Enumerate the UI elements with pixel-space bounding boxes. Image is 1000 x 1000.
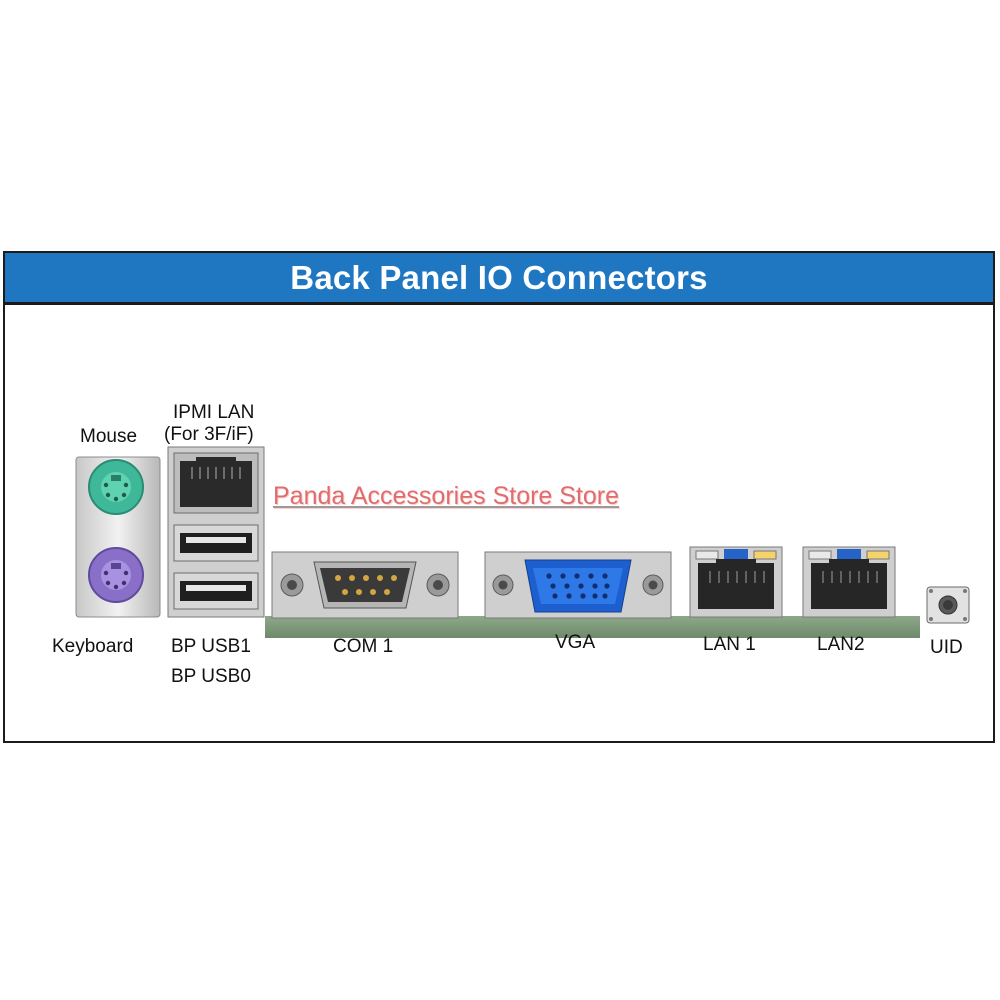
lan1-label: LAN 1	[703, 634, 756, 655]
ipmi-lan-label: IPMI LAN	[173, 402, 255, 423]
com1-port	[271, 551, 459, 619]
bp-usb0-label: BP USB0	[171, 666, 251, 687]
ipmi-lan-sublabel: (For 3F/iF)	[164, 424, 254, 445]
usb1-port-icon	[173, 524, 259, 562]
page-title: Back Panel IO Connectors	[290, 258, 708, 296]
uid-label: UID	[930, 637, 963, 658]
mouse-port-icon	[88, 459, 144, 515]
ps2-ports	[75, 456, 161, 618]
keyboard-label: Keyboard	[52, 636, 134, 657]
lan2-port	[802, 546, 896, 618]
keyboard-port-icon	[88, 547, 144, 603]
ipmi-lan-port-icon	[173, 452, 259, 514]
lan2-label: LAN2	[817, 634, 865, 655]
store-watermark: Panda Accessories Store Store	[273, 482, 620, 510]
title-bar: Back Panel IO Connectors	[5, 253, 993, 305]
motherboard-edge	[265, 616, 920, 638]
lan1-port	[689, 546, 783, 618]
com1-label: COM 1	[333, 636, 394, 657]
uid-button-icon	[926, 586, 970, 624]
vga-port	[484, 551, 672, 619]
usb0-port-icon	[173, 572, 259, 610]
vga-label: VGA	[555, 632, 596, 653]
ipmi-usb-stack	[167, 446, 265, 618]
mouse-label: Mouse	[80, 426, 138, 447]
bp-usb1-label: BP USB1	[171, 636, 251, 657]
